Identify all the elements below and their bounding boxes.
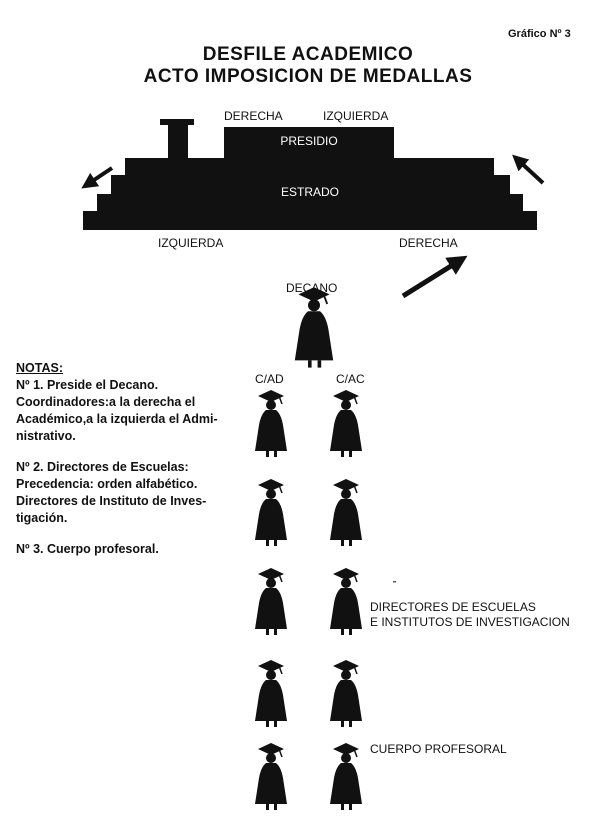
gown-figure-left-2 [254,478,288,547]
note-2-line-1: Nº 2. Directores de Escuelas: [16,460,189,474]
right-column-label: C/AC [336,372,365,386]
estrado-label: ESTRADO [280,185,339,199]
entry-right-arrow [512,154,545,185]
decano-label: DECANO [286,281,338,295]
gown-figure-left-1 [254,389,288,458]
gown-figure-right-3 [329,567,363,636]
bottom-left-label: IZQUIERDA [158,236,224,250]
gown-figure-right-2 [329,478,363,547]
directors-label-line-2: E INSTITUTOS DE INVESTIGACION [370,615,570,629]
note-2-line-4: tigación. [16,511,68,525]
decano-figure [293,286,335,369]
top-left-label: IZQUIERDA [323,109,389,123]
exit-left-arrow [81,166,114,189]
faculty-label: CUERPO PROFESORAL [370,742,507,756]
note-2-line-3: Directores de Instituto de Inves- [16,494,207,508]
figure-label: Gráfico Nº 3 [508,28,571,40]
note-1-line-2: Coordinadores:a la derecha el [16,395,196,409]
note-1-line-4: nistrativo. [16,429,76,443]
presidio-label: PRESIDIO [280,134,338,148]
gown-figure-left-4 [254,659,288,728]
notes-block: NOTAS: Nº 1. Preside el Decano. Coordina… [16,360,246,558]
gown-figure-left-3 [254,567,288,636]
title-line-2: ACTO IMPOSICION DE MEDALLAS [143,66,473,87]
gown-figure-right-4 [329,659,363,728]
presidio-table [224,127,394,158]
note-1-line-3: Académico,a la izquierda el Admi- [16,412,218,426]
gown-figure-right-1 [329,389,363,458]
note-1-line-1: Nº 1. Preside el Decano. [16,378,159,392]
bottom-right-label: DERECHA [399,236,458,250]
estrado-platform [83,158,537,230]
notes-heading: NOTAS: [16,361,63,375]
title-line-1: DESFILE ACADEMICO [202,44,414,65]
approach-arrow [401,255,468,299]
gown-figure-right-5 [329,742,363,811]
gown-figure-left-5 [254,742,288,811]
directors-label-line-1: DIRECTORES DE ESCUELAS [370,600,536,614]
note-2-line-2: Precedencia: orden alfabético. [16,477,198,491]
top-right-label: DERECHA [224,109,283,123]
left-column-label: C/AD [255,372,284,386]
note-3-line-1: Nº 3. Cuerpo profesoral. [16,542,159,556]
lectern [160,119,194,158]
